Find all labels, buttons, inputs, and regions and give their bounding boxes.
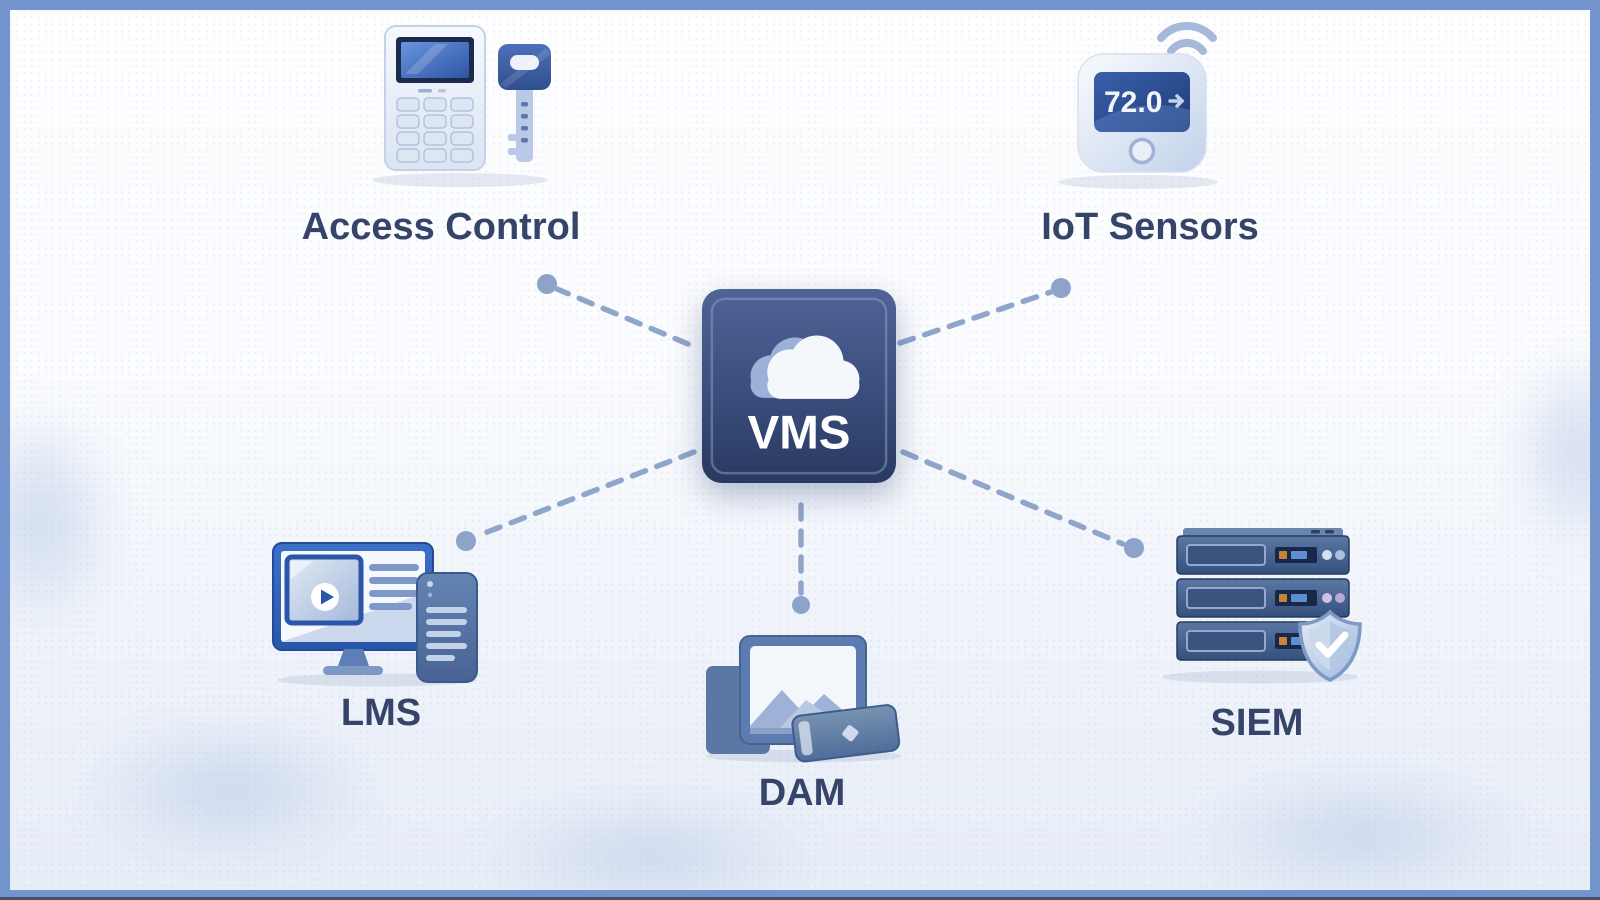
arrow-right-icon xyxy=(1168,94,1185,108)
endpoint-dot-lms xyxy=(456,531,476,551)
server-stack-shield-icon xyxy=(1162,528,1362,684)
keypad-and-key-icon xyxy=(372,25,551,187)
connector-vms-access-control xyxy=(554,286,691,347)
server-stack xyxy=(1176,528,1350,661)
vms-node: VMS xyxy=(700,287,898,490)
monitor-stand xyxy=(338,649,369,666)
phone-text-lines xyxy=(426,607,467,661)
endpoint-dot-iot-sensors xyxy=(1051,278,1071,298)
monitor-and-phone-icon xyxy=(272,542,478,687)
endpoint-dot-dam xyxy=(792,596,810,614)
temperature-readout: 72.0 xyxy=(1104,86,1162,119)
thermostat-device: 72.0 xyxy=(1077,53,1207,173)
keypad-device xyxy=(384,25,486,171)
shield-icon xyxy=(1298,609,1362,682)
iot-sensors-label: IoT Sensors xyxy=(1041,206,1259,248)
server-unit xyxy=(1176,535,1350,575)
text-lines xyxy=(369,564,419,610)
dam-label: DAM xyxy=(758,772,846,814)
dam-node xyxy=(698,630,910,769)
keypad-buttons xyxy=(396,97,474,163)
endpoint-dot-siem xyxy=(1124,538,1144,558)
asset-box xyxy=(791,704,901,763)
siem-node xyxy=(1155,522,1370,692)
cloud-icon xyxy=(750,335,860,399)
connector-vms-lms xyxy=(474,449,697,539)
image-frame-assets-icon xyxy=(706,635,902,763)
icon-shadow xyxy=(1162,670,1358,684)
endpoint-dot-access-control xyxy=(537,274,557,294)
vms-hub-icon: VMS xyxy=(701,288,897,484)
lms-node xyxy=(265,535,490,692)
icon-shadow xyxy=(1058,175,1218,189)
access-control-node xyxy=(360,22,560,195)
icon-shadow xyxy=(372,173,548,187)
connector-vms-iot-sensors xyxy=(897,289,1054,346)
monitor xyxy=(272,542,434,675)
key-icon xyxy=(498,44,551,162)
connector-vms-siem xyxy=(900,449,1126,547)
access-control-label: Access Control xyxy=(301,206,581,248)
thermostat-button xyxy=(1128,137,1156,165)
keypad-screen xyxy=(401,42,469,78)
thermostat-screen xyxy=(1094,72,1190,132)
siem-label: SIEM xyxy=(1210,702,1304,744)
iot-sensors-node: 72.0 xyxy=(1030,10,1240,197)
smart-thermostat-wifi-icon: 72.0 xyxy=(1058,21,1218,189)
lms-label: LMS xyxy=(340,692,422,734)
phone xyxy=(416,572,478,683)
server-unit xyxy=(1176,578,1350,618)
vms-label: VMS xyxy=(748,406,851,459)
